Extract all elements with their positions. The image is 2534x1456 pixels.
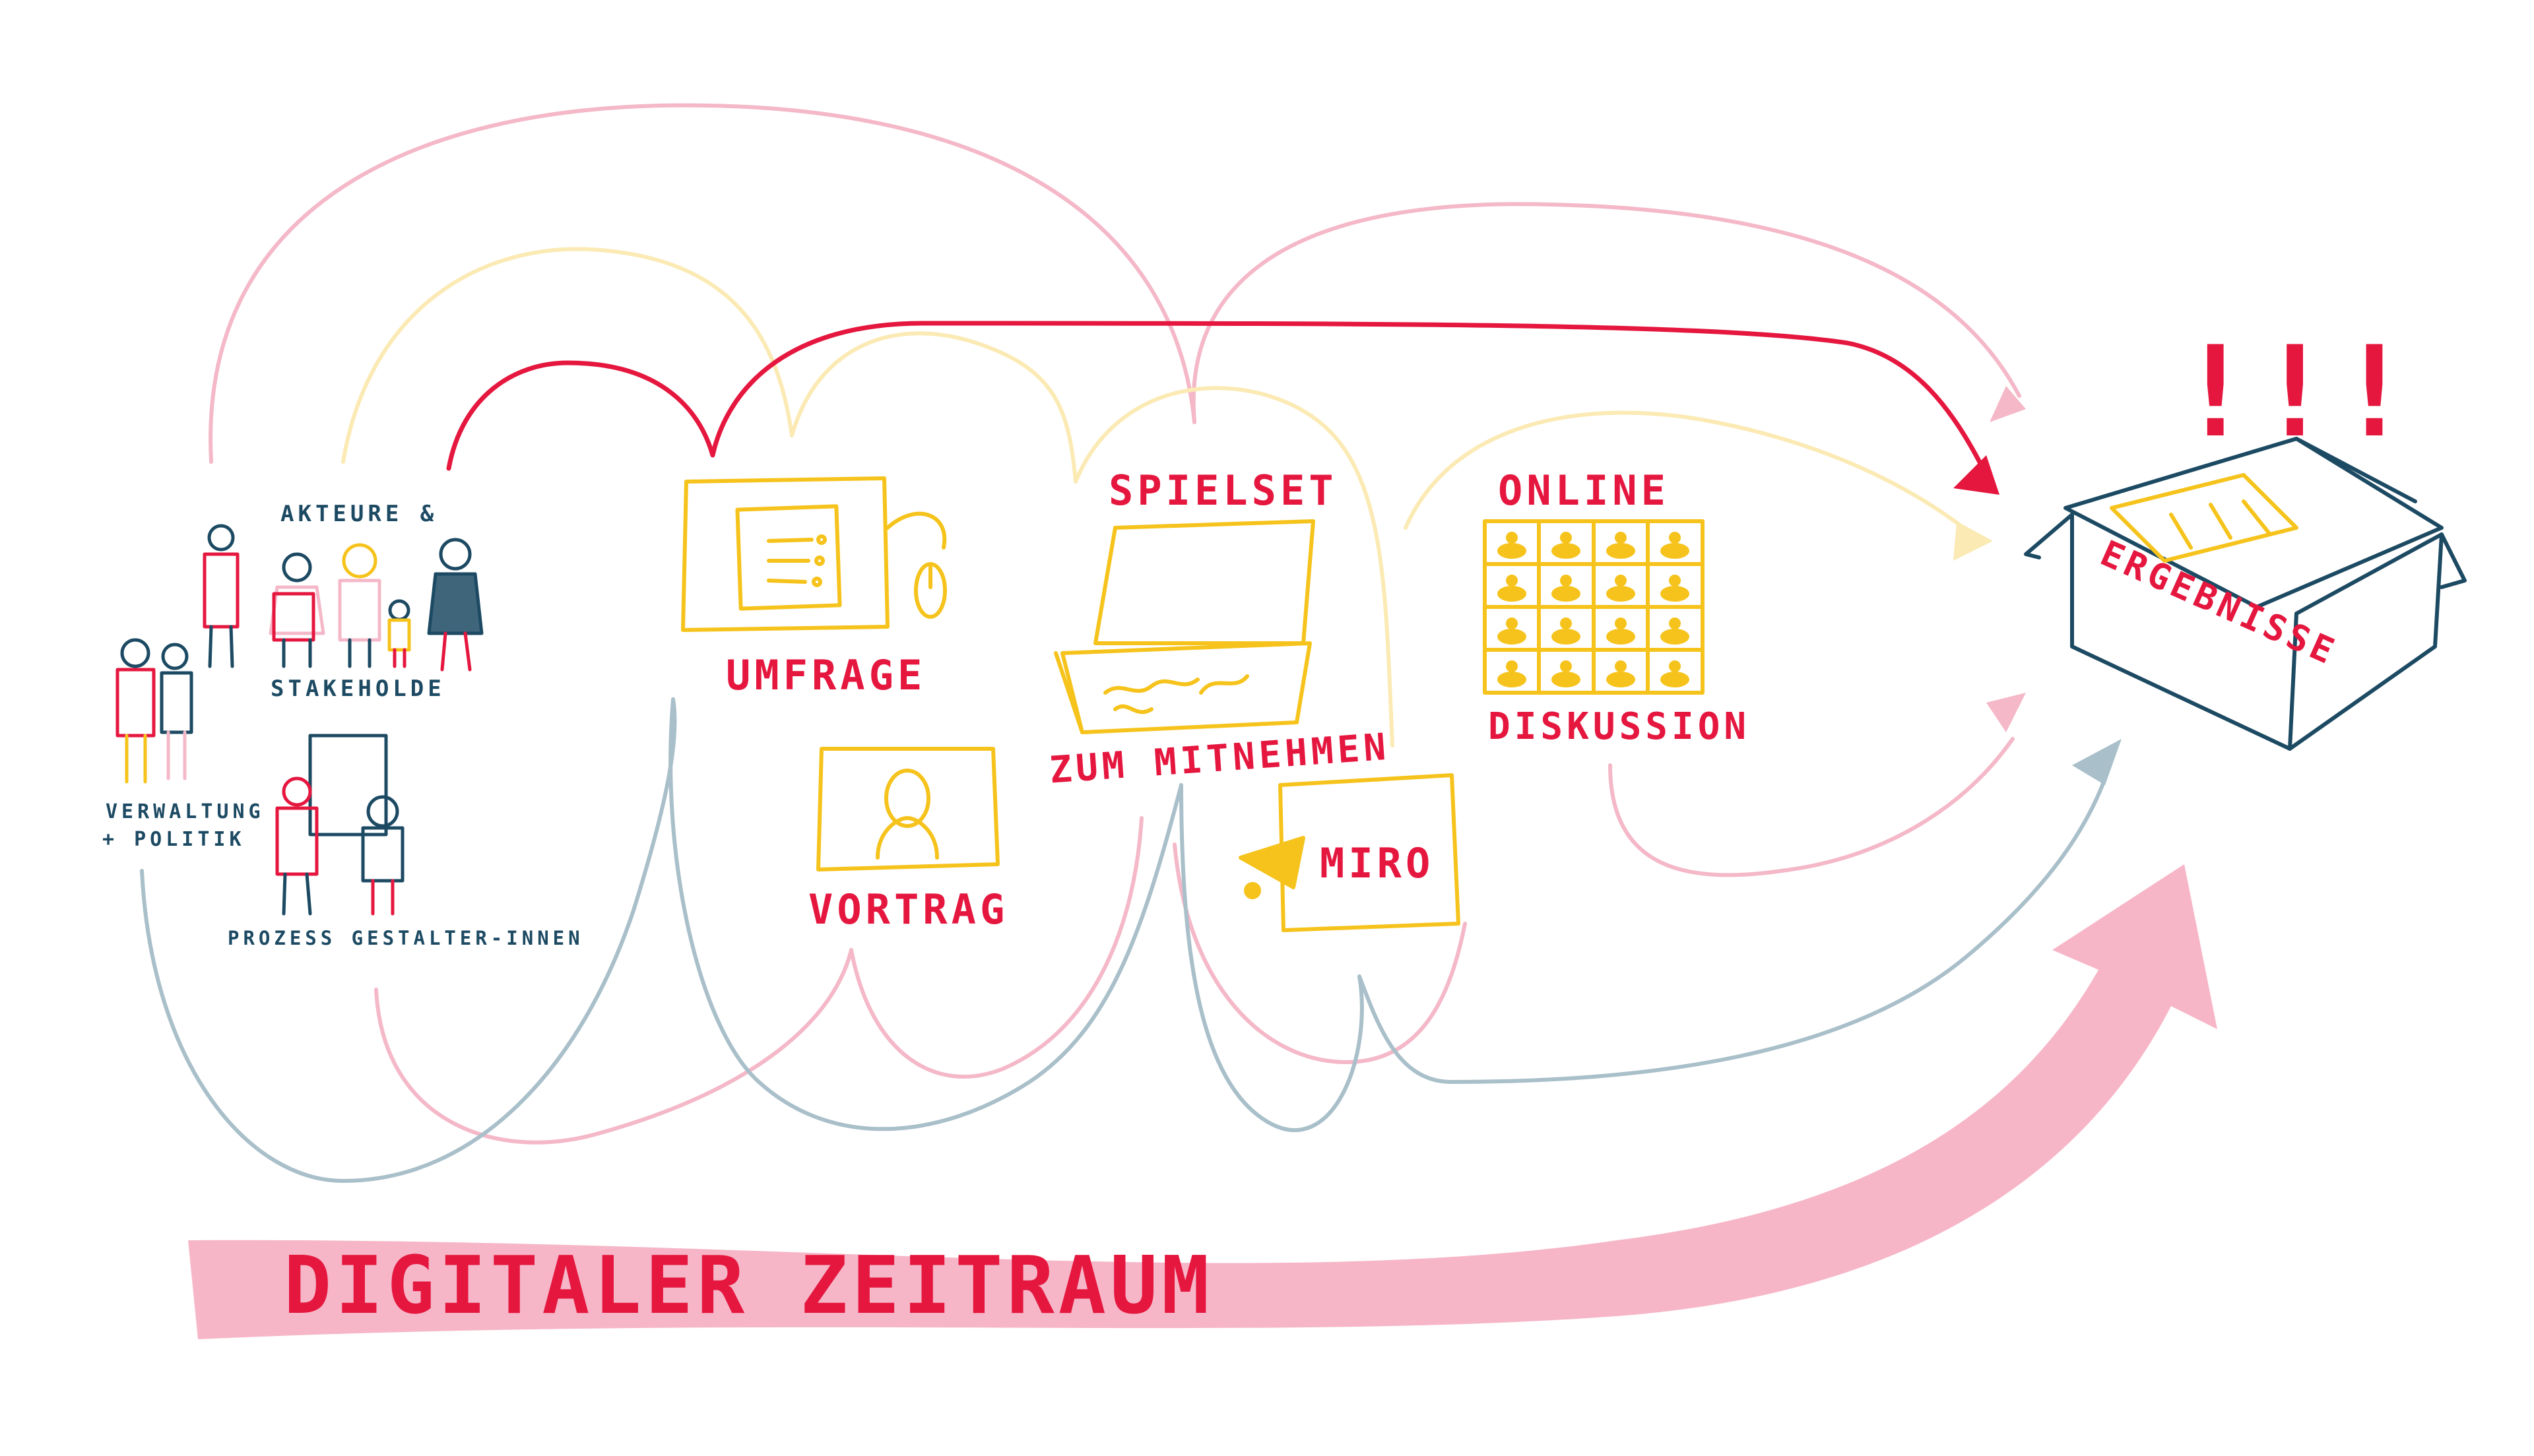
designers-icon <box>275 734 405 916</box>
ergebnisse-label: ERGEBNISSE <box>2095 532 2343 674</box>
miro-board-icon <box>1239 773 1460 932</box>
flow-line-pink-top <box>209 103 1196 464</box>
prozess-label: PROZESS GESTALTER-INNEN <box>228 927 584 949</box>
box-icon <box>2024 437 2467 751</box>
flow-line-red <box>446 321 1989 478</box>
arrowhead-yellow <box>1953 521 1993 561</box>
flow-line-pink-right <box>1191 202 2021 424</box>
flow-line-yellow-3 <box>1074 386 1394 747</box>
flow-line-pink-lower-1 <box>374 948 853 1145</box>
stakeholders-group: AKTEURE & STAKEHOLDE <box>102 501 584 949</box>
timeline-label: DIGITALER ZEITRAUM <box>284 1240 1213 1332</box>
method-miro: MIRO <box>1239 773 1460 932</box>
arrowheads <box>1953 386 2122 785</box>
politik-label: + POLITIK <box>102 828 245 851</box>
flow-line-pink-lower-4 <box>1608 737 2015 877</box>
method-spielset: SPIELSET ZUM MITNEHMEN <box>1048 466 1391 792</box>
arrowhead-blue <box>2072 739 2122 785</box>
game-box-icon <box>1054 519 1315 734</box>
presentation-screen-icon <box>816 747 1000 871</box>
arrowhead-pink-lower <box>1986 693 2026 732</box>
flow-line-yellow-2 <box>790 331 1078 484</box>
online-label: ONLINE <box>1498 466 1670 515</box>
spielset-label: SPIELSET <box>1109 466 1338 515</box>
diskussion-label: DISKUSSION <box>1488 705 1750 748</box>
stakeholders-title: AKTEURE & <box>280 501 438 527</box>
video-grid-icon <box>1483 519 1705 695</box>
documents-icon <box>2110 473 2298 563</box>
flow-line-yellow-4 <box>1404 410 1982 543</box>
miro-label: MIRO <box>1320 839 1434 887</box>
flow-lines <box>140 103 2107 1183</box>
flow-line-blue-3 <box>1179 776 2107 1132</box>
method-umfrage: UMFRAGE <box>681 476 947 699</box>
flow-line-blue-2 <box>668 697 1183 1131</box>
method-vortrag: VORTRAG <box>808 747 1008 934</box>
stakeholders-subtitle: STAKEHOLDE <box>271 676 445 702</box>
participants-icon <box>1497 532 1689 687</box>
verwaltung-label: VERWALTUNG <box>106 800 265 823</box>
survey-screen-icon <box>681 476 947 632</box>
umfrage-label: UMFRAGE <box>726 651 926 699</box>
flow-line-pink-lower-3 <box>1173 842 1467 1064</box>
result-box: !!! ERGEBNISSE <box>2024 319 2467 751</box>
method-online-diskussion: ONLINE DISKUSSI <box>1483 466 1750 748</box>
timeline-band: DIGITALER ZEITRAUM <box>188 864 2217 1339</box>
vortrag-label: VORTRAG <box>808 885 1008 934</box>
arrowhead-pink-top <box>1990 386 2026 422</box>
timeline-band-shape <box>188 864 2217 1339</box>
politicians-icon <box>115 638 193 784</box>
arrowhead-red <box>1953 455 1999 495</box>
flow-line-yellow-1 <box>341 247 794 464</box>
flow-line-blue-1 <box>140 697 677 1183</box>
exclamation-marks: !!! <box>2178 319 2416 465</box>
flow-line-pink-lower-2 <box>849 816 1144 1079</box>
people-icon <box>203 524 484 672</box>
